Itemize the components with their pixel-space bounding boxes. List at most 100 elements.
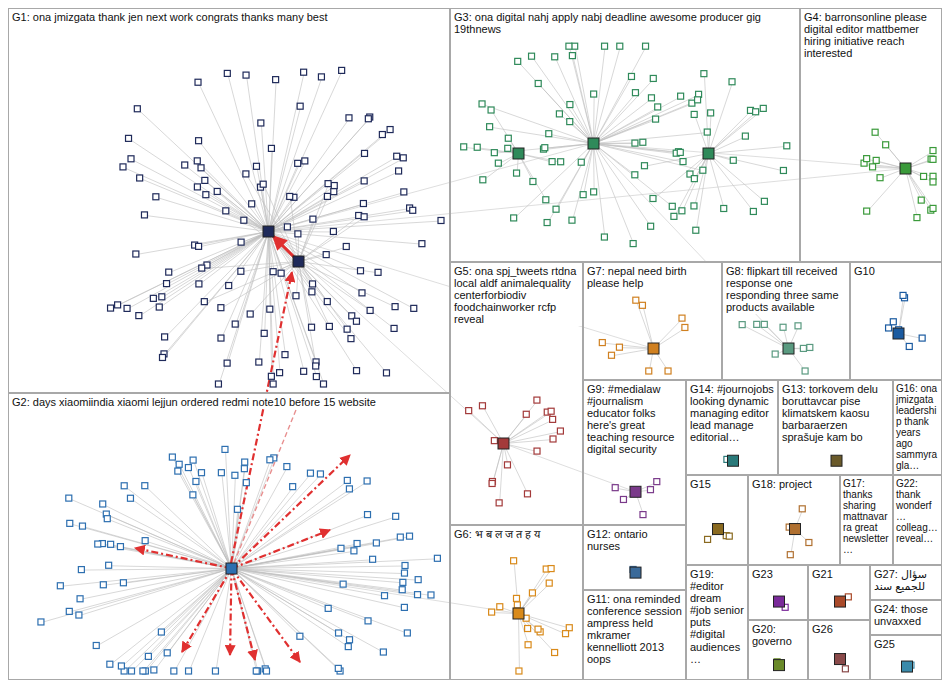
group-heading: G12: ontario nurses (584, 526, 685, 553)
vertex (145, 653, 151, 659)
vertex (194, 184, 200, 190)
vertex (344, 326, 350, 332)
vertex (198, 165, 204, 171)
vertex-link (111, 232, 268, 309)
vertex-link (532, 57, 593, 144)
vertex (256, 359, 262, 365)
vertex-link (232, 476, 236, 569)
vertex (407, 533, 413, 539)
vertex (343, 243, 349, 249)
vertex-link (163, 232, 268, 358)
vertex-link (222, 473, 232, 568)
vertex (331, 189, 337, 195)
vertex (691, 111, 697, 117)
vertex (505, 135, 511, 141)
vertex (563, 631, 569, 637)
vertex (557, 428, 563, 434)
vertex (270, 269, 276, 275)
vertices (38, 43, 936, 674)
vertex (118, 663, 124, 669)
vertex-link (539, 84, 594, 144)
vertex-link (162, 232, 268, 298)
vertex (104, 516, 110, 522)
vertex (391, 325, 397, 331)
vertex (232, 321, 238, 327)
vertex (548, 408, 554, 414)
vertex (461, 144, 467, 150)
vertex (873, 157, 879, 163)
hub-vertex (630, 567, 641, 578)
vertex (750, 208, 756, 214)
vertex (253, 163, 259, 169)
vertex (567, 119, 573, 125)
vertex-link (299, 262, 317, 367)
vertex (302, 158, 308, 164)
vertex (354, 368, 360, 374)
vertex (772, 351, 778, 357)
vertex (648, 223, 654, 229)
vertex-link (299, 247, 347, 262)
vertex (930, 205, 936, 211)
vertex (566, 625, 572, 631)
vertex (78, 567, 84, 573)
vertex-link (594, 144, 652, 227)
vertex-link (519, 614, 567, 635)
vertex-link (264, 185, 299, 262)
vertex (872, 129, 878, 135)
vertex (612, 485, 618, 491)
vertex (270, 381, 276, 387)
vertex-link (555, 57, 593, 143)
hub-vertex (513, 148, 524, 159)
vertex-link (269, 232, 395, 329)
vertex-link (140, 178, 268, 231)
vertex (535, 80, 541, 86)
vertex-link (594, 144, 634, 245)
vertex (160, 354, 166, 360)
vertex (795, 323, 801, 329)
vertex-link (269, 118, 371, 232)
group-panel: G18: project (748, 475, 840, 565)
vertex (550, 436, 556, 442)
vertex-link (594, 47, 647, 144)
group-panel: G10 (850, 262, 942, 380)
hub-vertex (498, 438, 509, 449)
vertex (535, 626, 541, 632)
group-panel: G5: ona spj_tweets rtdna local aldf anim… (450, 262, 583, 525)
vertex-link (594, 120, 657, 144)
vertex-link (136, 232, 268, 255)
vertex (400, 155, 406, 161)
group-panel: G1: ona jmizgata thank jen next work con… (8, 8, 450, 393)
vertex (310, 216, 316, 222)
vertex (336, 630, 342, 636)
vertex (313, 374, 319, 380)
vertex (318, 74, 324, 80)
vertex (346, 115, 352, 121)
vertex (682, 324, 688, 330)
group-heading: G2: days xiaomiindia xiaomi lejjun order… (9, 394, 449, 409)
vertex-link (121, 547, 232, 568)
highlight-arrow (182, 569, 232, 653)
vertex-link (232, 481, 368, 568)
vertex (760, 105, 766, 111)
vertex-link (199, 83, 269, 232)
vertex (243, 72, 249, 78)
vertex-link (173, 458, 232, 569)
vertex-link (70, 569, 232, 612)
vertex (134, 106, 140, 112)
vertex-link (199, 232, 268, 285)
vertex (671, 213, 677, 219)
vertex (357, 268, 363, 274)
vertex (729, 79, 735, 85)
vertex (514, 602, 520, 608)
vertex (379, 132, 385, 138)
group-heading: G26 (809, 621, 869, 636)
vertex (393, 513, 399, 519)
group-heading: G21 (809, 566, 869, 581)
highlight-arrow (232, 530, 331, 569)
vertex-link (594, 100, 699, 143)
vertex (544, 220, 550, 226)
vertex-link (269, 186, 335, 231)
group-heading: G10 (851, 263, 941, 278)
group-heading: G3: ona digital nahj apply nabj deadline… (451, 9, 799, 36)
vertex (546, 580, 552, 586)
